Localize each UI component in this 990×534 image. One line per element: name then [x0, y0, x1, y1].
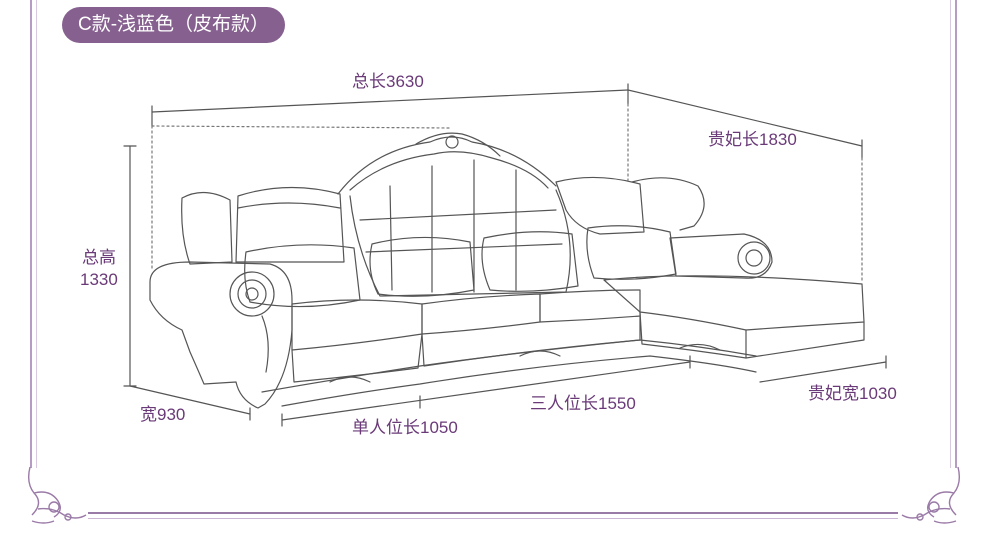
left-pillow — [244, 244, 361, 308]
width-label: 宽930 — [140, 405, 186, 424]
total-height-label: 总高 — [82, 248, 116, 267]
middle-back-tufted — [349, 159, 571, 297]
floral-corner-ornament-right-icon — [901, 466, 961, 524]
total-length-label: 总长3630 — [352, 72, 424, 91]
left-seat-cushion — [291, 299, 423, 383]
floral-corner-ornament-left-icon — [27, 466, 87, 524]
three-seat-cushions — [421, 289, 641, 367]
product-variant-title: C款-浅蓝色（皮布款） — [62, 7, 286, 43]
left-back-cushion — [181, 186, 345, 265]
right-frame-border — [955, 0, 957, 468]
total-height-value: 1330 — [80, 270, 118, 289]
bottom-divider-line — [88, 512, 898, 514]
chaise-seat — [603, 275, 865, 359]
left-frame-inner-border — [36, 0, 37, 468]
chaise-length-label: 贵妃长1830 — [708, 130, 797, 149]
guide-lines — [151, 103, 863, 283]
chaise-armrest — [669, 233, 773, 279]
width-dimension-line — [129, 385, 251, 421]
middle-pillows — [369, 231, 579, 297]
chaise-length-dimension-line — [627, 89, 863, 159]
carved-base-trim — [261, 339, 757, 407]
right-frame-inner-border — [950, 0, 951, 468]
seat-length-dimension-line — [281, 355, 691, 427]
height-dimension-line — [123, 145, 137, 387]
chaise-width-dimension-line — [759, 355, 887, 383]
single-seat-length-label: 单人位长1050 — [352, 418, 458, 437]
total-length-dimension-line — [151, 83, 629, 127]
chaise-width-label: 贵妃宽1030 — [808, 384, 897, 403]
bottom-divider-thin-line — [88, 518, 898, 519]
left-frame-border — [30, 0, 32, 468]
chaise-back — [555, 176, 705, 235]
left-armrest — [149, 261, 293, 409]
three-seat-length-label: 三人位长1550 — [530, 394, 636, 413]
chaise-pillow — [586, 225, 677, 280]
carved-crest-back — [337, 132, 557, 195]
